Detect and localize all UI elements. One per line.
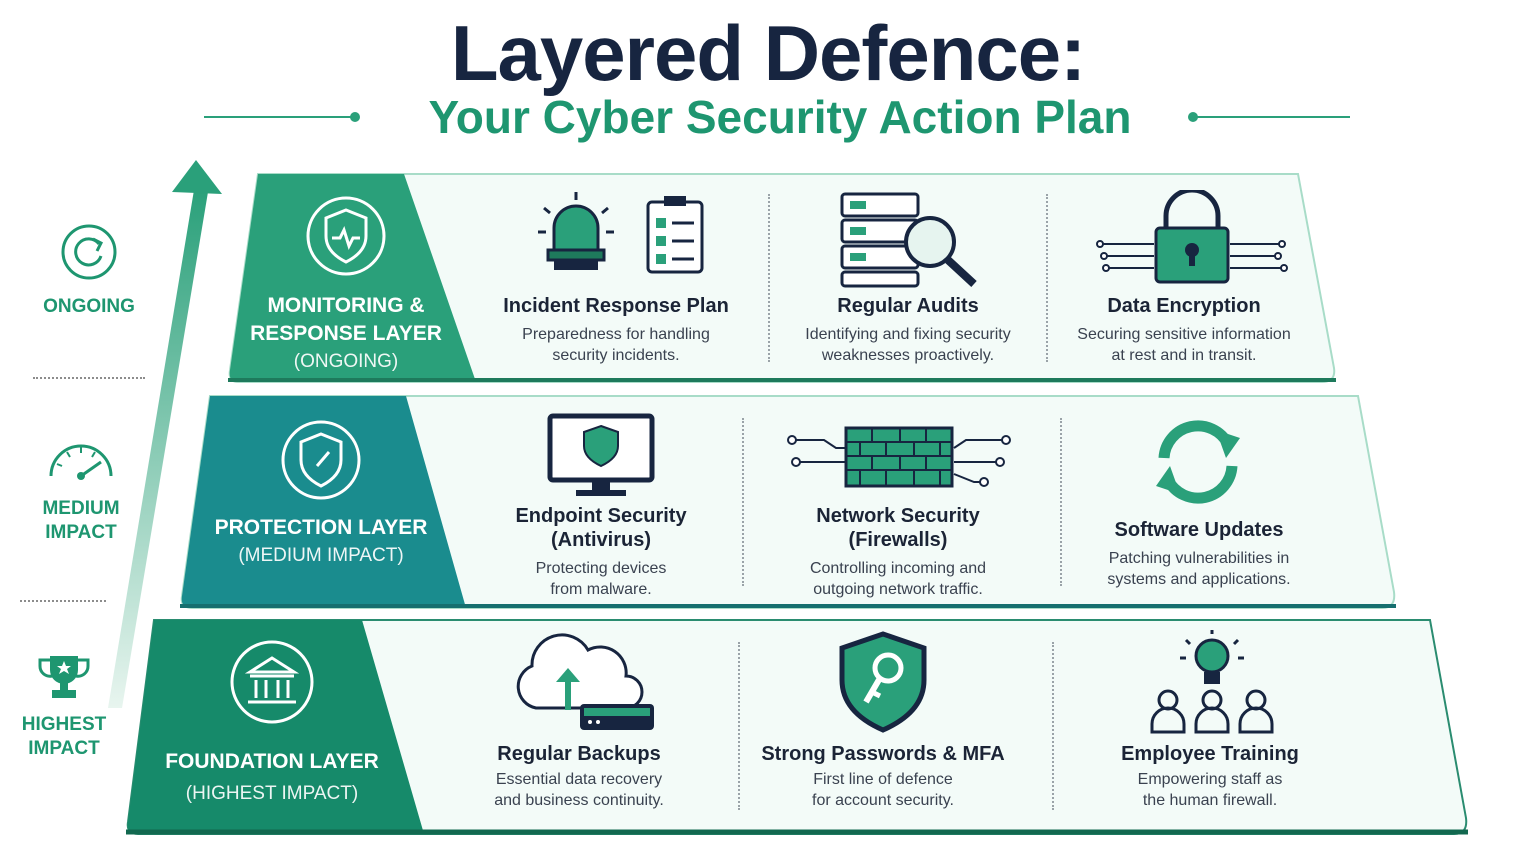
item-title-line1: Network Security <box>816 505 980 527</box>
item-description: Patching vulnerabilities in systems and … <box>1107 550 1291 588</box>
monitoring-response-layer: MONITORING & RESPONSE LAYER (ONGOING) In… <box>228 168 1340 386</box>
item-title: Regular Audits <box>837 295 979 317</box>
item-software-updates: Software Updates Patching vulnerabilitie… <box>1086 518 1312 590</box>
refresh-circle-icon <box>61 224 117 280</box>
monitoring-layer-background <box>228 173 1336 383</box>
item-title: Strong Passwords & MFA <box>761 743 1005 765</box>
monitoring-layer-title-line1: MONITORING & <box>267 294 425 317</box>
item-description: Empowering staff as the human firewall. <box>1137 771 1283 809</box>
monitor-shield-icon <box>547 413 655 496</box>
item-endpoint-security: Endpoint Security (Antivirus) Protecting… <box>490 504 712 600</box>
subtitle-right-dot <box>1188 112 1198 122</box>
side-highest: HIGHEST IMPACT <box>6 652 122 761</box>
subtitle-left-dot <box>350 112 360 122</box>
side-medium: MEDIUM IMPACT <box>22 436 140 545</box>
item-regular-audits: Regular Audits Identifying and fixing se… <box>782 294 1034 366</box>
item-employee-training: Employee Training Empowering staff as th… <box>1088 742 1332 811</box>
shield-key-icon <box>839 631 927 733</box>
side-medium-line1: MEDIUM <box>42 498 120 519</box>
item-description: Securing sensitive information at rest a… <box>1077 326 1291 364</box>
cloud-backup-icon <box>516 633 654 730</box>
padlock-circuit-icon <box>1096 190 1288 284</box>
item-description: Protecting devices from malware. <box>535 560 667 598</box>
monitoring-layer-header: MONITORING & RESPONSE LAYER (ONGOING) <box>246 194 446 376</box>
page-subtitle: Your Cyber Security Action Plan <box>428 91 1132 143</box>
side-ongoing: ONGOING <box>30 222 148 319</box>
foundation-layer-background <box>126 619 1468 835</box>
subtitle-row: Your Cyber Security Action Plan <box>200 92 1360 142</box>
item-title-line1: Endpoint Security <box>515 505 687 527</box>
protection-layer-title: PROTECTION LAYER <box>214 516 428 539</box>
column-divider <box>1060 418 1062 586</box>
protection-layer-header: PROTECTION LAYER (MEDIUM IMPACT) <box>210 418 432 570</box>
monitoring-layer-title-line2: RESPONSE LAYER <box>250 322 442 345</box>
item-description: First line of defence for account securi… <box>812 771 954 809</box>
item-strong-passwords-mfa: Strong Passwords & MFA First line of def… <box>756 742 1010 811</box>
foundation-layer-title: FOUNDATION LAYER <box>165 750 379 773</box>
item-title: Employee Training <box>1121 743 1299 765</box>
shield-pulse-icon <box>306 196 386 276</box>
item-data-encryption: Data Encryption Securing sensitive infor… <box>1064 294 1304 366</box>
side-medium-line2: IMPACT <box>45 522 117 543</box>
foundation-layer: FOUNDATION LAYER (HIGHEST IMPACT) Regula… <box>126 616 1472 838</box>
alarm-checklist-icon <box>538 192 704 274</box>
monitoring-layer-subtitle: (ONGOING) <box>293 351 399 372</box>
institution-icon <box>230 640 314 724</box>
item-title: Software Updates <box>1114 519 1284 541</box>
item-description: Controlling incoming and outgoing networ… <box>809 560 987 598</box>
item-regular-backups: Regular Backups Essential data recovery … <box>466 742 692 811</box>
page-title: Layered Defence: <box>450 9 1086 97</box>
side-divider <box>33 377 145 379</box>
firewall-icon <box>787 426 1011 488</box>
column-divider <box>742 418 744 586</box>
item-description: Preparedness for handling security incid… <box>522 326 710 364</box>
item-title-line2: (Firewalls) <box>848 529 948 551</box>
server-magnifier-icon <box>840 192 977 288</box>
refresh-arrows-icon <box>1156 420 1240 504</box>
item-description: Essential data recovery and business con… <box>494 771 664 809</box>
side-ongoing-label: ONGOING <box>43 296 135 317</box>
foundation-layer-subtitle: (HIGHEST IMPACT) <box>185 783 359 804</box>
subtitle-right-line <box>1194 116 1350 118</box>
subtitle-left-line <box>204 116 354 118</box>
side-highest-line1: HIGHEST <box>21 714 107 735</box>
gauge-icon <box>49 444 113 480</box>
column-divider <box>768 194 770 362</box>
item-title: Regular Backups <box>497 743 661 765</box>
foundation-layer-header: FOUNDATION LAYER (HIGHEST IMPACT) <box>154 638 390 808</box>
protection-layer: PROTECTION LAYER (MEDIUM IMPACT) Endpoin… <box>180 392 1400 612</box>
column-divider <box>738 642 740 810</box>
item-title: Data Encryption <box>1107 295 1261 317</box>
column-divider <box>1046 194 1048 362</box>
people-lightbulb-icon <box>1150 630 1274 734</box>
protection-layer-subtitle: (MEDIUM IMPACT) <box>238 545 404 566</box>
item-title-line2: (Antivirus) <box>551 529 651 551</box>
item-description: Identifying and fixing security weakness… <box>805 326 1011 364</box>
column-divider <box>1052 642 1054 810</box>
trophy-icon <box>38 656 90 698</box>
protection-layer-background <box>180 395 1396 609</box>
side-divider <box>20 600 106 602</box>
rising-arrow-icon <box>108 160 222 708</box>
side-highest-line2: IMPACT <box>28 738 100 759</box>
item-title: Incident Response Plan <box>503 295 729 317</box>
shield-icon <box>281 420 361 500</box>
item-incident-response-plan: Incident Response Plan Preparedness for … <box>492 294 740 366</box>
item-network-security: Network Security (Firewalls) Controlling… <box>770 504 1026 600</box>
